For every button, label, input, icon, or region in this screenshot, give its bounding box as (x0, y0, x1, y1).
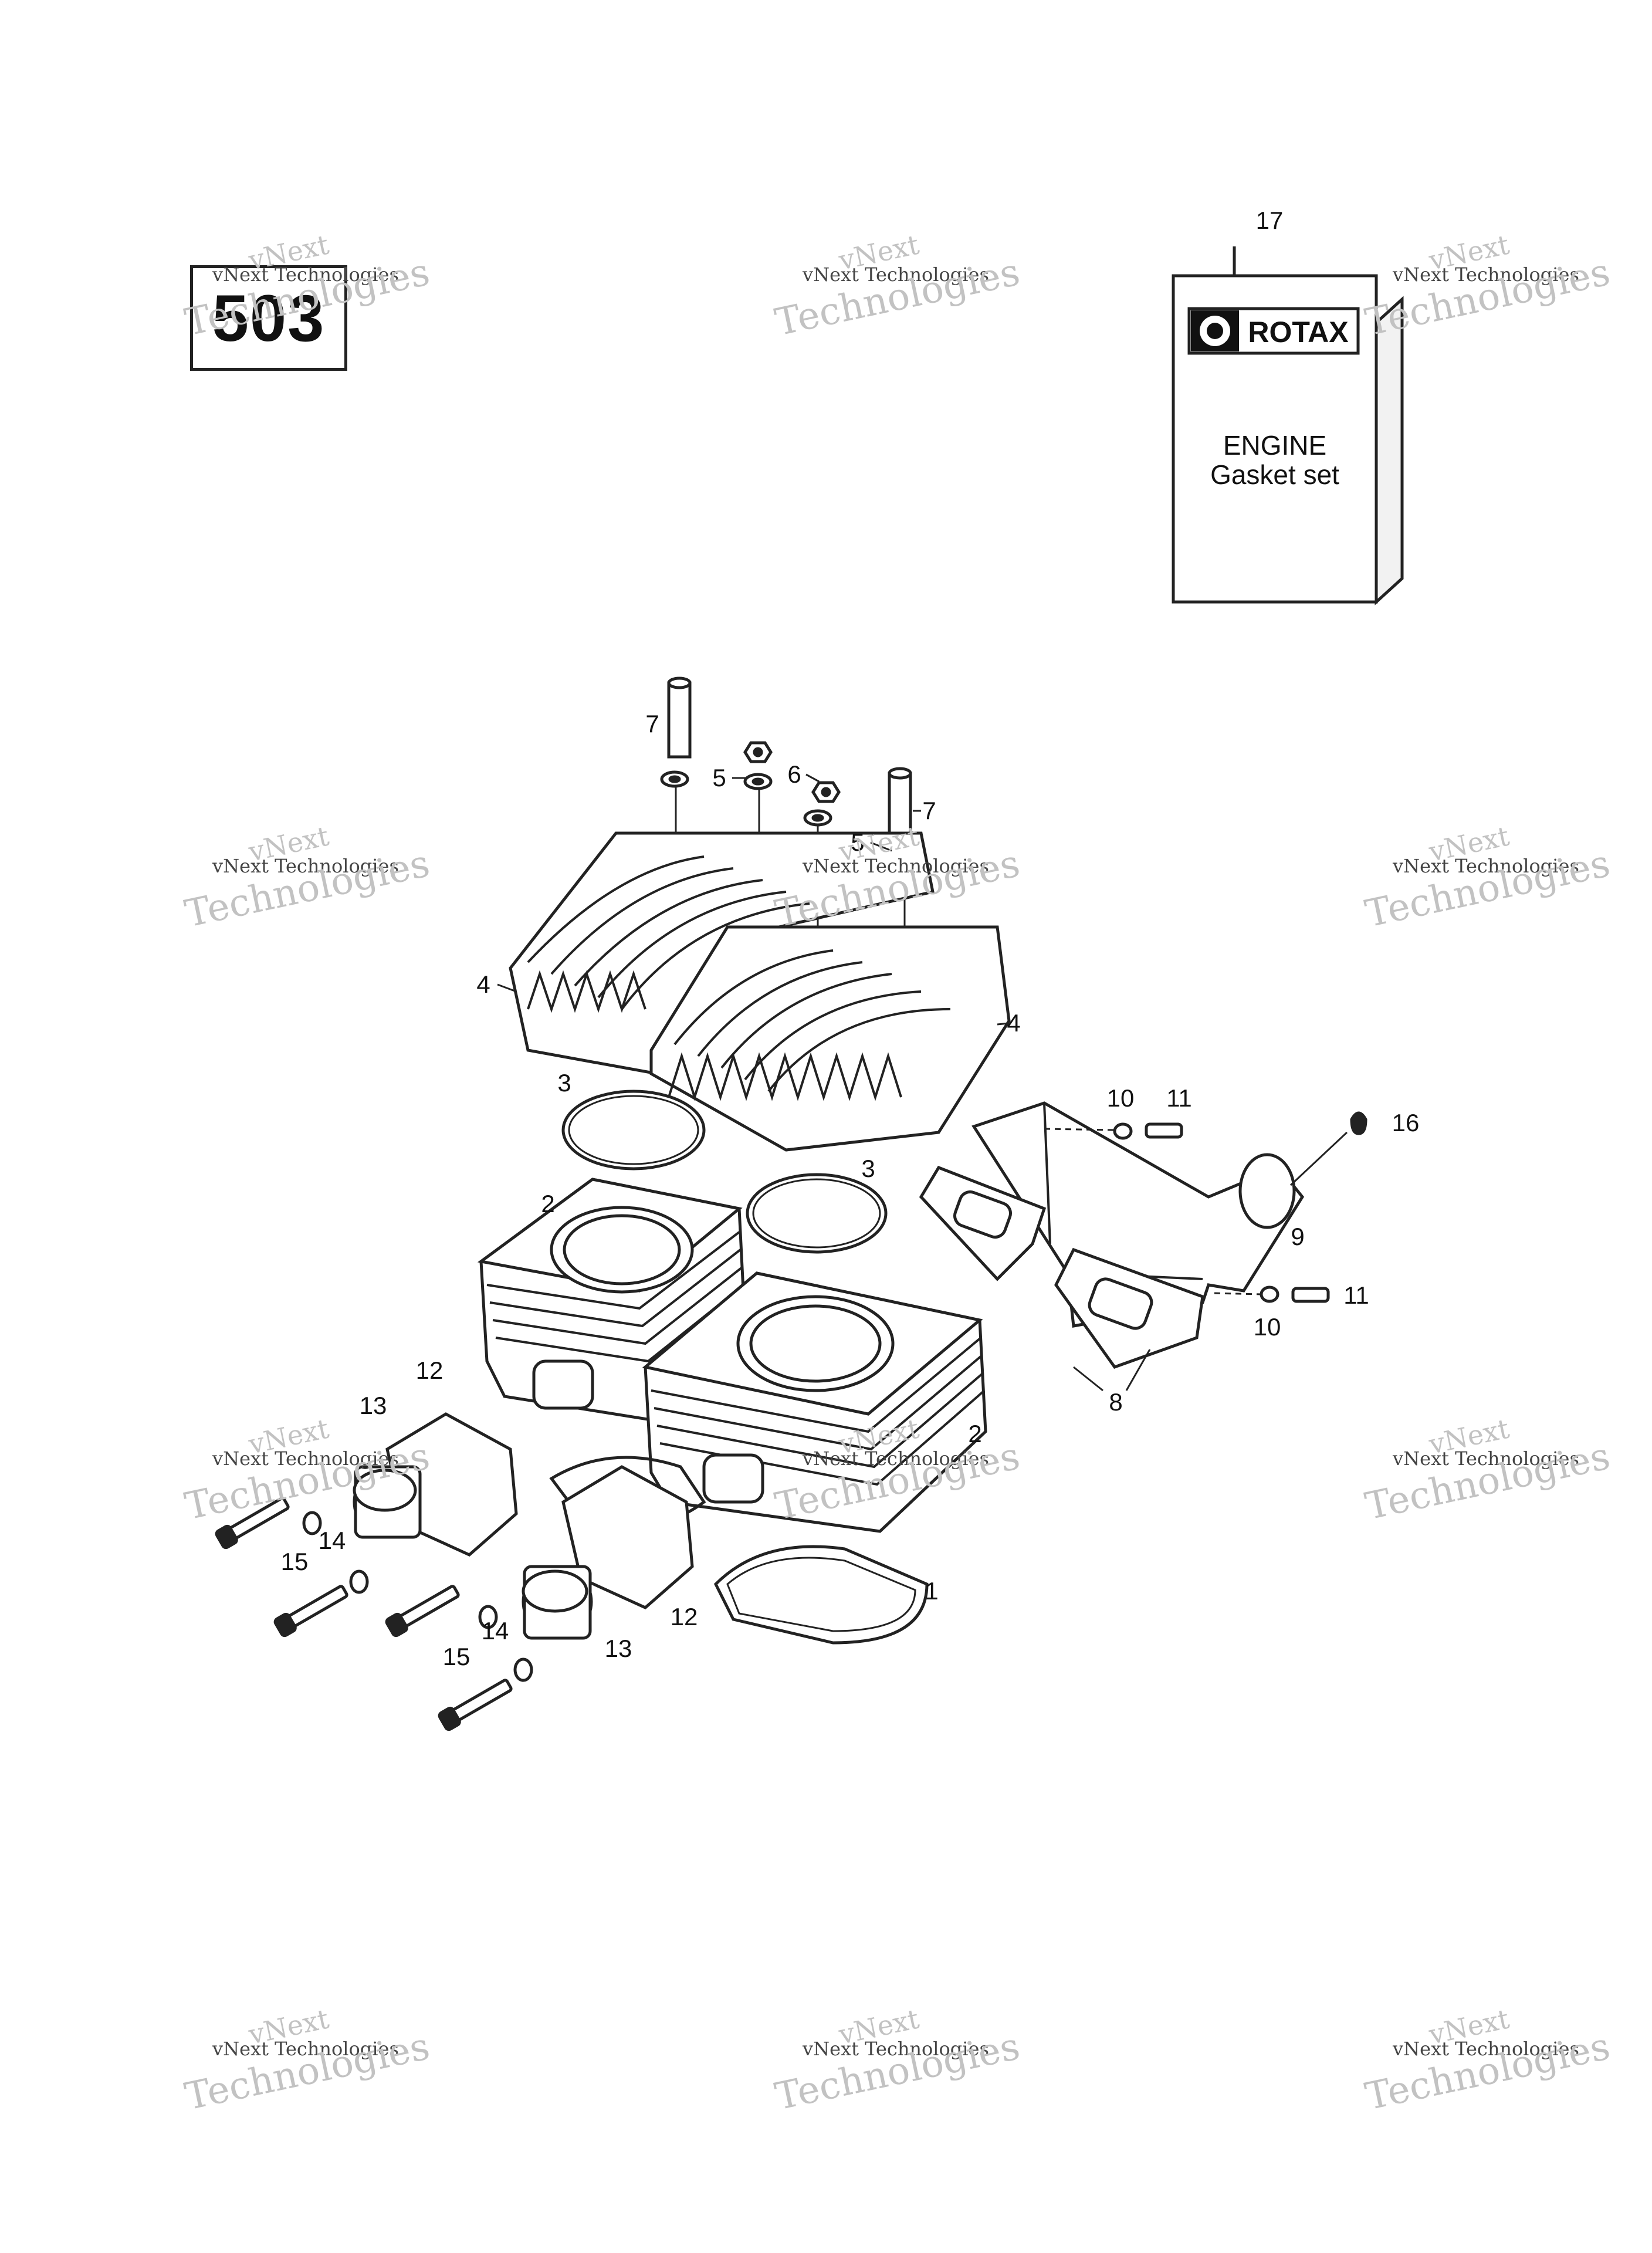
callout-13-right: 13 (605, 1635, 632, 1662)
gasket-set-package: ROTAX ENGINE Gasket set (1172, 246, 1404, 605)
callout-14-right: 14 (482, 1617, 509, 1645)
leader-lines (497, 773, 1151, 1392)
callout-11-lower: 11 (1343, 1281, 1369, 1309)
callout-15-left: 15 (281, 1548, 309, 1575)
manifold-bolts (1044, 1111, 1367, 1303)
watermark-text: vNext Technologies (212, 2038, 399, 2060)
cylinder-front (642, 1271, 987, 1533)
watermark-tile: vNext vNext Technologies Technologies (181, 1412, 434, 1536)
callout-7-left: 7 (645, 710, 659, 738)
callout-16: 16 (1392, 1109, 1420, 1136)
callout-10-lower: 10 (1254, 1313, 1281, 1341)
engine-code: 503 (212, 281, 326, 355)
watermark-text: vNext Technologies (1393, 263, 1579, 286)
callout-4-left: 4 (476, 970, 490, 998)
callout-9: 9 (1291, 1223, 1304, 1250)
watermark-tile: vNext vNext Technologies Technologies (1362, 1412, 1614, 1536)
callout-17: 17 (1256, 207, 1284, 234)
watermark-text: vNext Technologies (212, 855, 399, 877)
cylinder-head-front (649, 925, 1011, 1152)
callout-14-left: 14 (319, 1527, 346, 1554)
rotax-logo: ROTAX (1187, 307, 1360, 355)
watermark-tile: vNext vNext Technologies Technologies (771, 820, 1024, 943)
cylinder-head-rear (509, 831, 935, 1075)
callout-3-right: 3 (861, 1155, 875, 1182)
watermark-tile: vNext vNext Technologies Technologies (771, 228, 1024, 352)
watermark-text: vNext Technologies (803, 1447, 989, 1470)
gasket-kit-line1: ENGINE (1223, 430, 1326, 461)
gasket-kit-line2: Gasket set (1210, 459, 1339, 490)
gasket-kit-brand: ROTAX (1248, 316, 1348, 349)
engine-code-box: 503 (190, 265, 347, 371)
intake-assembly-right (522, 1465, 694, 1640)
watermark-tile: vNext vNext Technologies Technologies (771, 1412, 1024, 1536)
watermark-text: vNext Technologies (803, 855, 989, 877)
watermark-tile: vNext vNext Technologies Technologies (181, 2002, 434, 2126)
spacer-sleeve-left (667, 676, 692, 759)
watermark-tile: vNext vNext Technologies Technologies (771, 2002, 1024, 2126)
watermark-tile: vNext vNext Technologies Technologies (181, 228, 434, 352)
callout-12-left: 12 (416, 1356, 444, 1384)
exhaust-gaskets (919, 1165, 1204, 1369)
head-gaskets (561, 1090, 888, 1254)
watermark-tile: vNext vNext Technologies Technologies (1362, 228, 1614, 352)
callout-4-right: 4 (1007, 1009, 1020, 1037)
callout-15-right: 15 (443, 1643, 470, 1670)
callout-8: 8 (1109, 1388, 1122, 1416)
watermark-text: vNext Technologies (803, 2038, 989, 2060)
watermark-text: vNext Technologies (1393, 2038, 1579, 2060)
callout-3-left: 3 (557, 1069, 571, 1097)
watermark-tile: vNext vNext Technologies Technologies (1362, 2002, 1614, 2126)
watermark-tile: vNext vNext Technologies Technologies (181, 820, 434, 943)
intake-fasteners (215, 1497, 533, 1731)
intake-assembly-left (353, 1412, 518, 1557)
watermark-text: vNext Technologies (212, 1447, 399, 1470)
callout-10-upper: 10 (1107, 1084, 1135, 1112)
callout-12-right: 12 (671, 1603, 698, 1630)
callout-5-upper: 5 (712, 764, 726, 791)
watermark-text: vNext Technologies (1393, 855, 1579, 877)
watermark-text: vNext Technologies (803, 263, 989, 286)
callout-2-lower: 2 (968, 1420, 981, 1447)
callout-11-upper: 11 (1166, 1084, 1192, 1112)
callout-1: 1 (925, 1577, 938, 1605)
watermark-text: vNext Technologies (212, 263, 399, 286)
callout-6: 6 (787, 760, 801, 788)
watermark-text: vNext Technologies (1393, 1447, 1579, 1470)
callout-2-upper: 2 (541, 1190, 554, 1217)
callout-7-right: 7 (922, 797, 936, 824)
callouts: 17 7 5 6 7 5 4 4 3 3 2 2 1 10 11 16 9 10… (281, 207, 1420, 1670)
callout-5-lower: 5 (851, 828, 864, 856)
watermark-tile: vNext vNext Technologies Technologies (1362, 820, 1614, 943)
callout-13-left: 13 (360, 1392, 387, 1419)
